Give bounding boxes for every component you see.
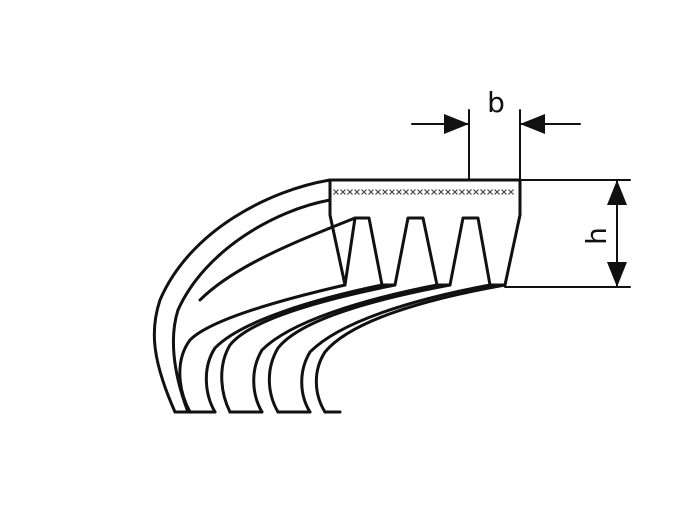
arrow-down-icon <box>607 262 627 287</box>
belt-ribs <box>173 216 507 414</box>
width-label: b <box>487 86 505 119</box>
height-label: h <box>580 227 613 245</box>
dimension-h: h <box>504 179 631 288</box>
cord-mark <box>494 189 500 195</box>
cord-mark <box>403 189 409 195</box>
cord-mark <box>445 189 451 195</box>
cord-mark <box>501 189 507 195</box>
cord-mark <box>424 189 430 195</box>
cord-mark <box>417 189 423 195</box>
cord-mark <box>466 189 472 195</box>
cord-mark <box>487 189 493 195</box>
cord-mark <box>347 189 353 195</box>
cord-mark <box>340 189 346 195</box>
cord-mark <box>431 189 437 195</box>
cord-mark <box>375 189 381 195</box>
dimension-b: b <box>411 86 581 181</box>
belt-cross-section <box>328 178 522 287</box>
cord-mark <box>438 189 444 195</box>
cord-mark <box>382 189 388 195</box>
arrow-right-icon <box>444 114 469 134</box>
cord-mark <box>410 189 416 195</box>
arrow-left-icon <box>520 114 545 134</box>
cord-mark <box>508 189 514 195</box>
cord-mark <box>473 189 479 195</box>
cord-mark <box>452 189 458 195</box>
cord-layer <box>333 189 514 195</box>
cord-mark <box>368 189 374 195</box>
cord-mark <box>480 189 486 195</box>
arrow-up-icon <box>607 180 627 205</box>
cord-mark <box>333 189 339 195</box>
cord-mark <box>389 189 395 195</box>
cord-mark <box>396 189 402 195</box>
cord-mark <box>459 189 465 195</box>
cord-mark <box>361 189 367 195</box>
cord-mark <box>354 189 360 195</box>
